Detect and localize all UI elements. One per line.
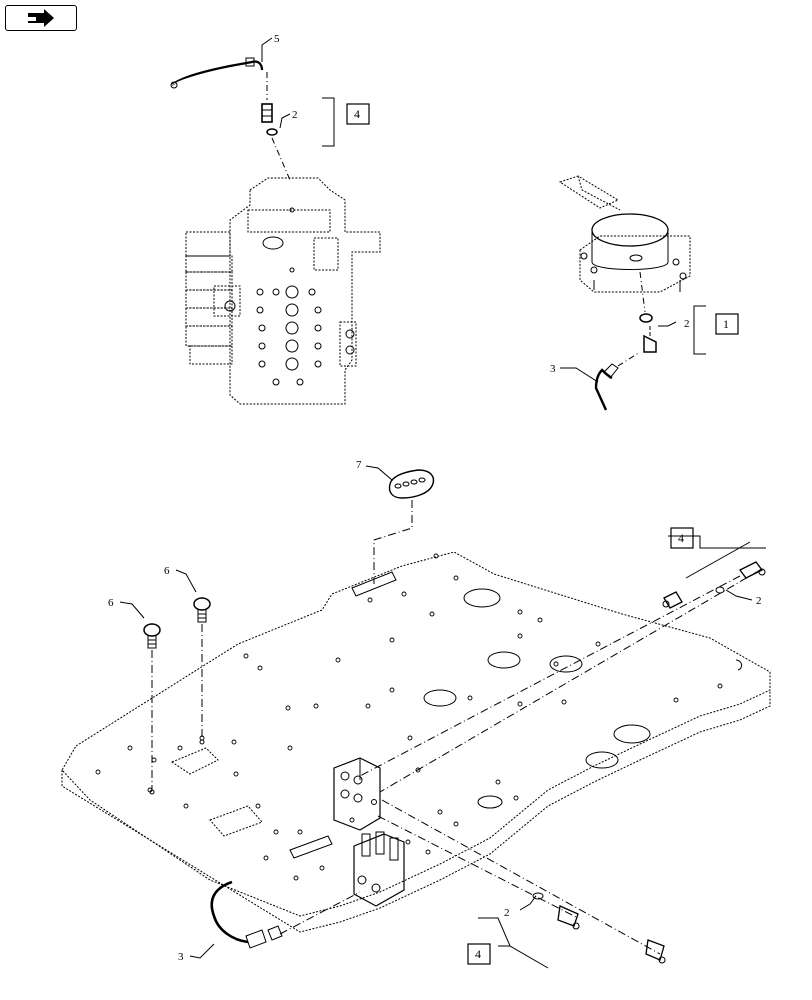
- callout-6-right: 6: [164, 565, 170, 577]
- callout-3-motor: 3: [550, 363, 556, 375]
- callout-4-bottom: 4: [475, 947, 481, 961]
- motor-assembly: [558, 175, 691, 411]
- bolt-right: [193, 597, 211, 623]
- callout-5: 5: [274, 33, 280, 45]
- plug-plate: [388, 469, 435, 499]
- nav-arrow-button[interactable]: [5, 5, 77, 31]
- plate-holes: [95, 553, 723, 881]
- callout-6-left: 6: [108, 597, 114, 609]
- callout-1: 1: [723, 317, 729, 331]
- arrow-right-icon: [24, 9, 54, 27]
- fitting-right-upper: [662, 561, 766, 609]
- callout-2-top: 2: [292, 109, 298, 121]
- control-valve-assembly: [170, 57, 381, 405]
- manifold-block-lower: [353, 831, 405, 907]
- fitting-lower-right: [532, 892, 666, 964]
- callout-4-top: 4: [354, 107, 360, 121]
- tube-lower-left: [210, 880, 283, 949]
- floor-plate: [61, 551, 771, 933]
- callout-2-right: 2: [756, 595, 762, 607]
- callout-3-bottom: 3: [178, 951, 184, 963]
- callout-2-motor: 2: [684, 318, 690, 330]
- callout-2-bottom: 2: [504, 907, 510, 919]
- bolt-left: [143, 623, 161, 649]
- callout-7: 7: [356, 459, 362, 471]
- callout-4-right: 4: [678, 531, 684, 545]
- manifold-block-upper: [333, 757, 381, 831]
